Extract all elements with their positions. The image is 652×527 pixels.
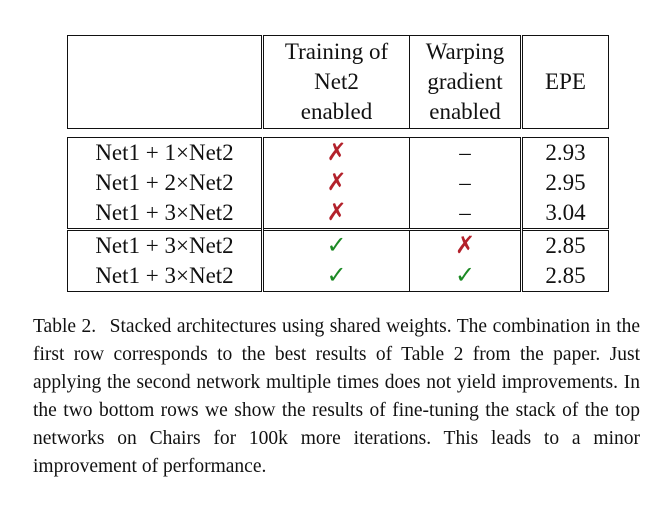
- cell-epe: 2.85: [520, 228, 609, 261]
- table-row: Net1 + 2×Net2 ✗ – 2.95: [67, 168, 609, 198]
- cell-epe: 2.85: [520, 261, 609, 292]
- cell-dash: –: [409, 198, 522, 230]
- cross-icon: ✗: [261, 168, 410, 198]
- table-caption: Table 2. Stacked architectures using sha…: [33, 313, 640, 481]
- header-training: Training of Net2 enabled: [261, 35, 410, 129]
- caption-label: Table 2.: [33, 316, 97, 337]
- cell-model: Net1 + 3×Net2: [67, 228, 263, 261]
- cell-dash: –: [409, 137, 522, 168]
- cell-epe: 2.93: [520, 137, 609, 168]
- cross-icon: ✗: [261, 137, 410, 168]
- cell-model: Net1 + 3×Net2: [67, 198, 263, 230]
- header-model: [67, 35, 263, 129]
- cell-model: Net1 + 3×Net2: [67, 261, 263, 292]
- table-row: Net1 + 3×Net2 ✓ ✗ 2.85: [67, 228, 609, 261]
- table-row: Net1 + 3×Net2 ✓ ✓ 2.85: [67, 261, 609, 292]
- header-epe: EPE: [520, 35, 609, 129]
- check-icon: ✓: [261, 261, 410, 292]
- cell-epe: 3.04: [520, 198, 609, 230]
- table-header-row: Training of Net2 enabled Warping gradien…: [67, 35, 609, 129]
- header-warping: Warping gradient enabled: [409, 35, 522, 129]
- table-row: Net1 + 3×Net2 ✗ – 3.04: [67, 198, 609, 230]
- cross-icon: ✗: [409, 228, 522, 261]
- cell-epe: 2.95: [520, 168, 609, 198]
- check-icon: ✓: [261, 228, 410, 261]
- check-icon: ✓: [409, 261, 522, 292]
- results-table: Training of Net2 enabled Warping gradien…: [67, 35, 609, 292]
- cell-model: Net1 + 2×Net2: [67, 168, 263, 198]
- cell-model: Net1 + 1×Net2: [67, 137, 263, 168]
- cell-dash: –: [409, 168, 522, 198]
- caption-text: Stacked architectures using shared weigh…: [33, 316, 641, 477]
- cross-icon: ✗: [261, 198, 410, 230]
- table-row: Net1 + 1×Net2 ✗ – 2.93: [67, 137, 609, 168]
